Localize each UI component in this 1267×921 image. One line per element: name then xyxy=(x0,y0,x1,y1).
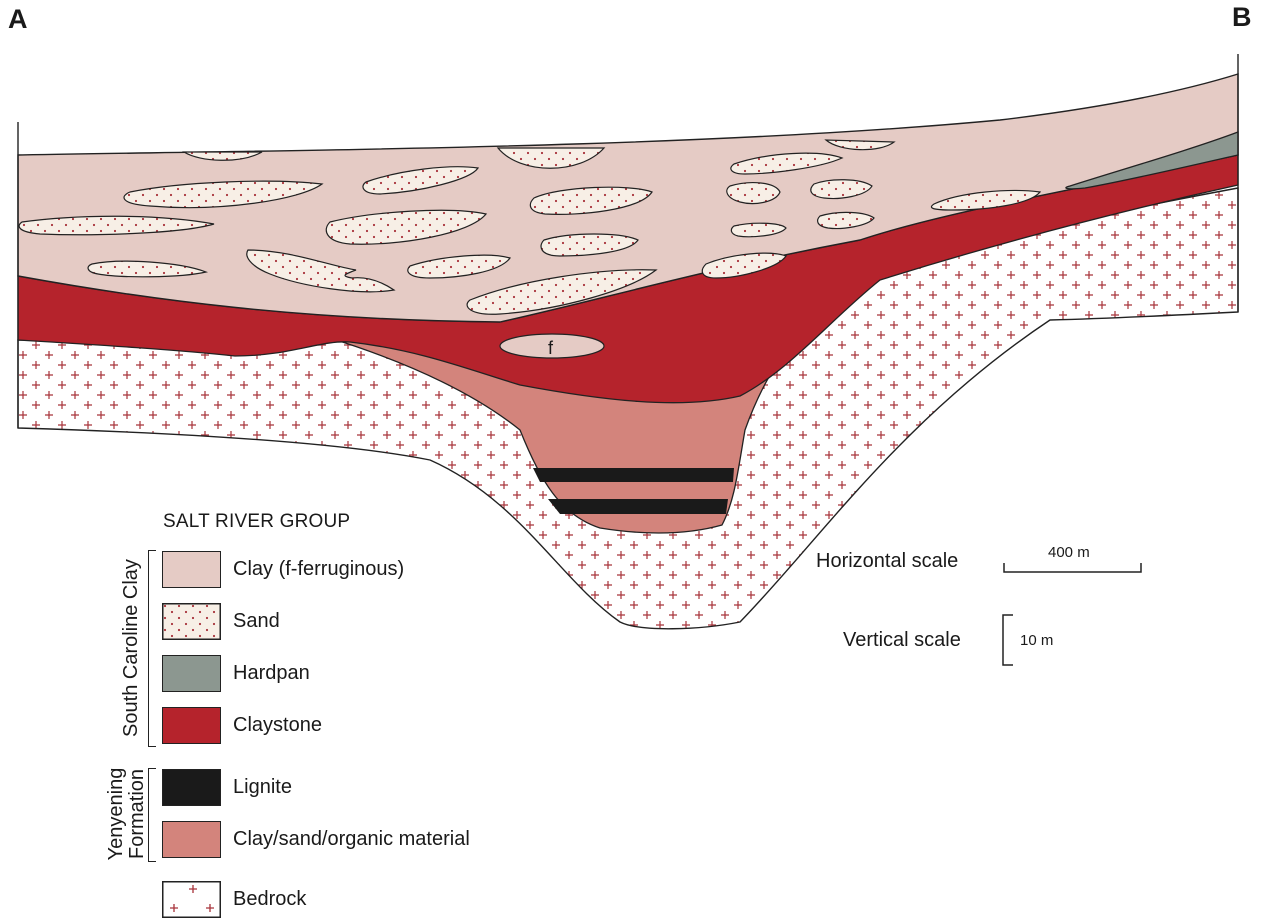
section-end-label-a: A xyxy=(8,4,28,35)
vertical-scale-value: 10 m xyxy=(1020,632,1053,649)
yenyening-label-line2: Formation xyxy=(126,769,148,859)
lignite-seam-lower xyxy=(548,499,728,514)
claystone-swatch xyxy=(162,707,221,744)
legend-item-bedrock: Bedrock xyxy=(162,881,306,918)
hardpan-swatch xyxy=(162,655,221,692)
sand-swatch xyxy=(162,603,221,640)
legend-item-clay: Clay (f-ferruginous) xyxy=(162,551,404,588)
yenyening-formation-bracket xyxy=(148,768,156,862)
south-caroline-clay-bracket xyxy=(148,550,156,747)
horizontal-scale-label: Horizontal scale xyxy=(816,550,958,573)
legend-item-sand: Sand xyxy=(162,603,280,640)
section-end-label-b: B xyxy=(1232,2,1252,33)
legend-label-sand: Sand xyxy=(233,610,280,633)
legend-item-organic: Clay/sand/organic material xyxy=(162,821,470,858)
legend-item-hardpan: Hardpan xyxy=(162,655,310,692)
legend-label-bedrock: Bedrock xyxy=(233,888,306,911)
organic-swatch xyxy=(162,821,221,858)
bedrock-swatch xyxy=(162,881,221,918)
horizontal-scale-bar xyxy=(1004,563,1141,572)
legend-label-claystone: Claystone xyxy=(233,714,322,737)
lignite-swatch xyxy=(162,769,221,806)
south-caroline-clay-label: South Caroline Clay xyxy=(121,548,141,748)
legend-item-claystone: Claystone xyxy=(162,707,322,744)
lignite-seam-upper xyxy=(533,468,734,482)
clay-swatch xyxy=(162,551,221,588)
yenyening-label-line1: Yenyening xyxy=(105,768,127,861)
legend-label-clay: Clay (f-ferruginous) xyxy=(233,558,404,581)
horizontal-scale-value: 400 m xyxy=(1048,544,1090,561)
legend-label-organic: Clay/sand/organic material xyxy=(233,828,470,851)
vertical-scale-bar xyxy=(1003,615,1013,665)
legend-title: SALT RIVER GROUP xyxy=(163,511,350,533)
yenyening-formation-label: Yenyening Formation xyxy=(106,759,148,869)
legend-label-lignite: Lignite xyxy=(233,776,292,799)
legend-item-lignite: Lignite xyxy=(162,769,292,806)
legend-label-hardpan: Hardpan xyxy=(233,662,310,685)
vertical-scale-label: Vertical scale xyxy=(843,629,961,652)
